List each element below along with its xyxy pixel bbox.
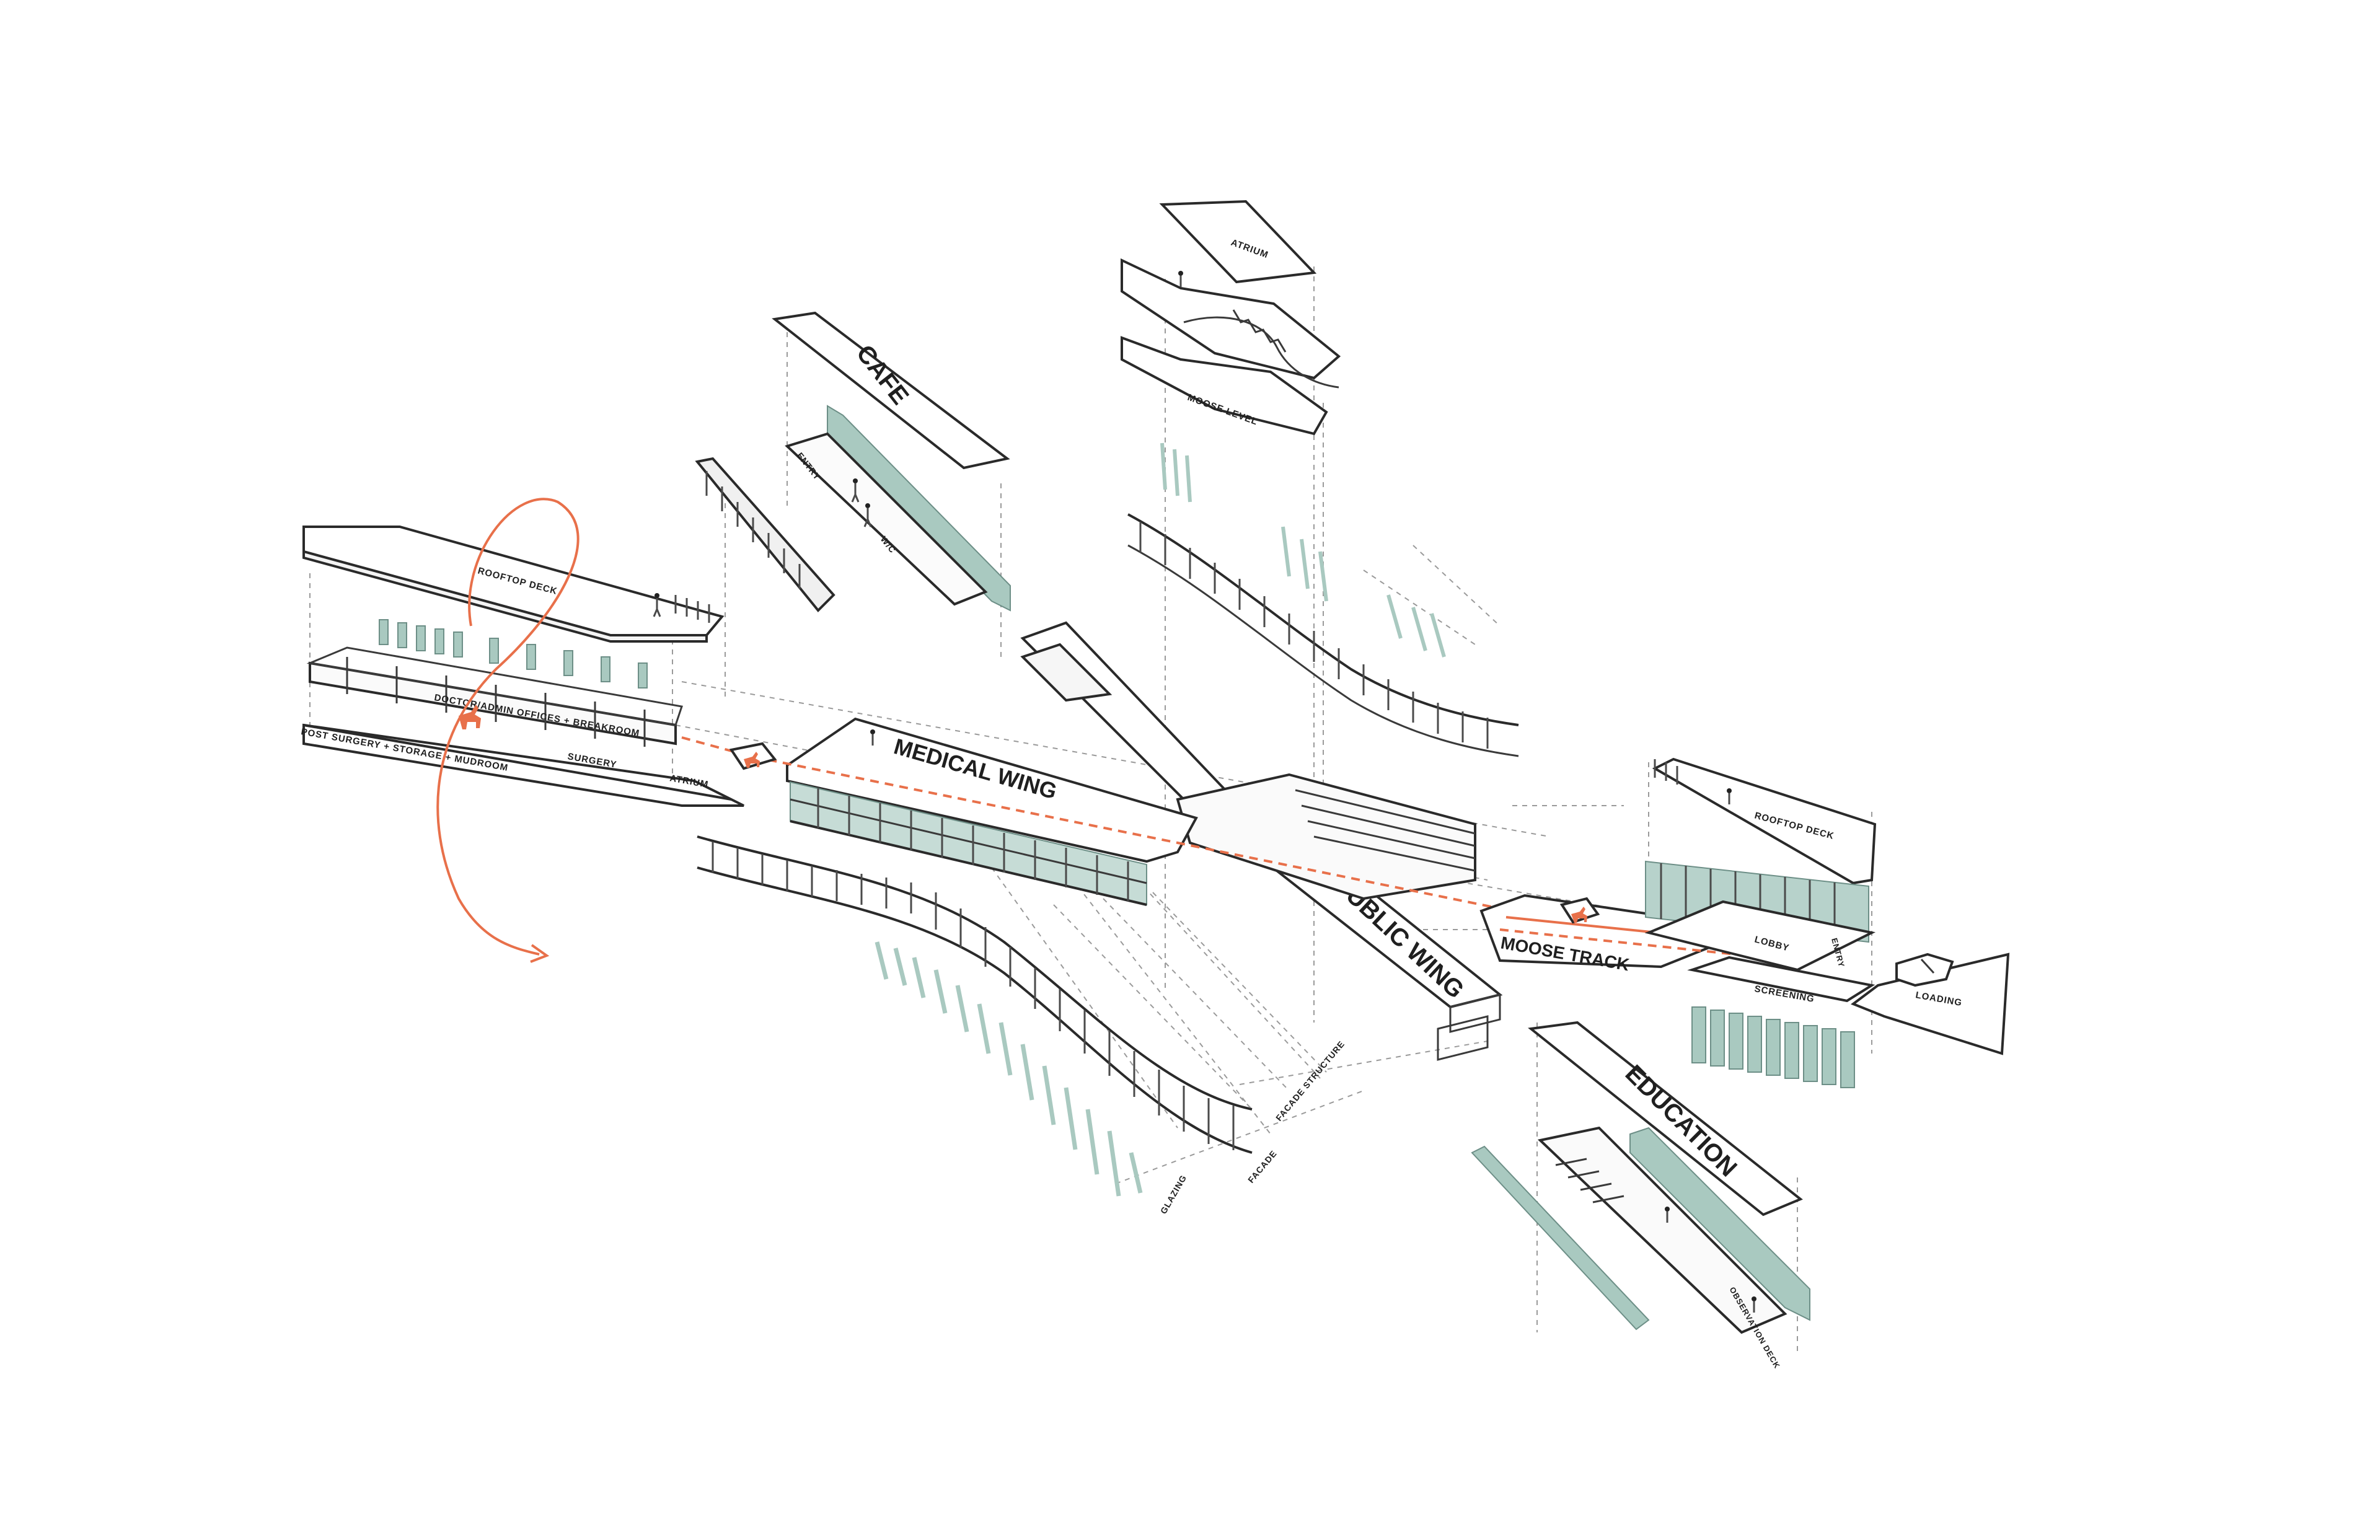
facade-glazing-slats [875, 941, 1143, 1197]
moose-track: MOOSE TRACK [1479, 894, 1759, 974]
person-icon [1665, 1207, 1670, 1223]
atrium-moose-level [1121, 336, 1328, 436]
moose-icon [459, 705, 481, 729]
medical-wing-mullions [817, 788, 1129, 901]
person-icon [1178, 271, 1183, 287]
person-icon [653, 593, 661, 617]
person-icon [1727, 788, 1732, 804]
person-icon [1752, 1296, 1756, 1313]
room-partitions [346, 657, 646, 747]
railing-posts-right [1654, 759, 1678, 785]
circulation-path-arc [436, 498, 580, 956]
facade-fins [712, 842, 1235, 1150]
education-exploded-glazing [1471, 1145, 1650, 1331]
label-glazing: GLAZING [1158, 1173, 1189, 1216]
cafe-floor [785, 432, 988, 606]
atrium-roof-plate [1159, 200, 1317, 284]
screening-floor [1687, 956, 1875, 1003]
facade-top-edge [697, 835, 1253, 1111]
facade-structure-lines [1053, 892, 1327, 1110]
cafe-facade-fins [695, 457, 835, 612]
facade-bottom-edge [697, 866, 1253, 1154]
moose-sign-left [729, 742, 777, 770]
seating-rows [1295, 789, 1476, 872]
atrium-glazing-slats [1160, 442, 1446, 658]
education-block: EDUCATION OBSERVATION DECK [1471, 1021, 1810, 1370]
lobby-exploded-fins [1691, 1006, 1855, 1088]
truck-icon [1895, 953, 1954, 987]
lobby-floor [1644, 900, 1876, 972]
label-facade-structure: FACADE STRUCTURE [1274, 1039, 1347, 1123]
loading-slab [1850, 953, 2010, 1055]
education-roof-plate [1528, 1021, 1803, 1217]
lobby-block: ROOFTOP DECK LOBBY ENTRY SCREENING LOADI [1644, 757, 2010, 1088]
railing-posts [674, 595, 710, 623]
person-icon [851, 478, 860, 503]
circulation-arrowhead [530, 944, 550, 963]
atrium-curved-facade [1127, 513, 1519, 757]
rooftop-deck-plate-right [1652, 757, 1877, 885]
moose-track-path-medical [681, 736, 1513, 912]
cafe-roof-plate [772, 311, 1010, 470]
public-wing-seating [1176, 773, 1476, 900]
main-curved-facade: FACADE STRUCTURE FACADE GLAZING [697, 835, 1347, 1216]
atrium-stack: ATRIUM MOOSE LEVEL [1121, 200, 1519, 757]
education-floor [1537, 1126, 1787, 1334]
education-stairs [1555, 1158, 1624, 1203]
roof-fins-left [379, 619, 648, 689]
person-icon [863, 503, 872, 527]
left-block: ROOFTOP DECK [300, 498, 744, 963]
moose-sign-right [1559, 897, 1600, 924]
label-facade: FACADE [1246, 1148, 1279, 1185]
education-glazing-wall [1629, 1127, 1810, 1321]
person-icon [870, 729, 875, 746]
atrium-stair [1183, 316, 1339, 389]
cafe-block: CAFE ENTRY W/C [695, 311, 1011, 612]
